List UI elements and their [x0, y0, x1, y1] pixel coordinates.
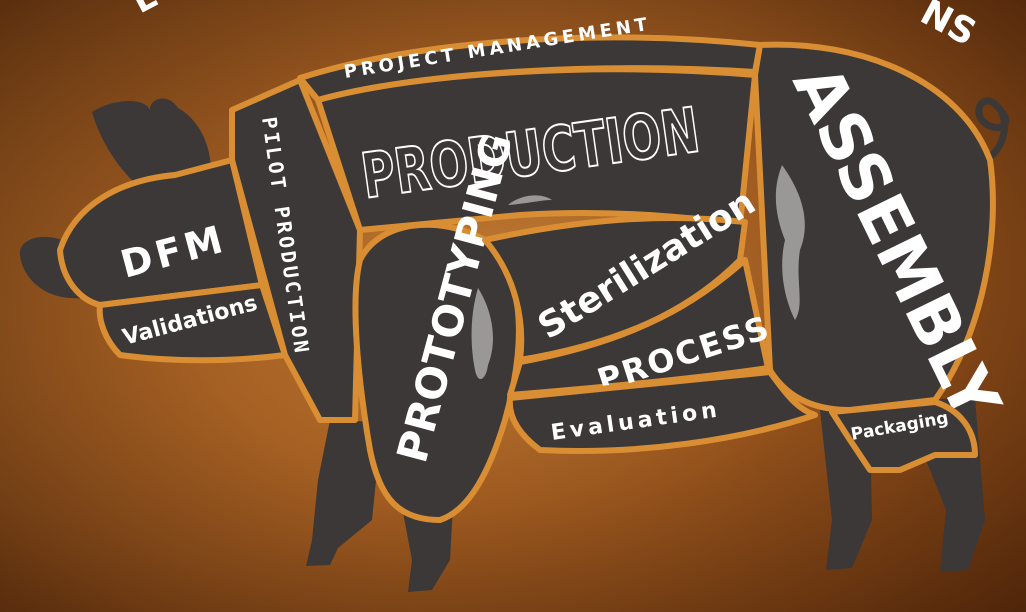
section-production [315, 66, 758, 233]
header-partial-left: E [125, 0, 164, 22]
leaf-ornament-prototyping [471, 288, 493, 380]
section-evaluation [506, 369, 818, 454]
section-pilot-production [229, 77, 363, 423]
section-dfm [57, 157, 265, 308]
section-validations [96, 282, 288, 364]
pig-tail [975, 97, 1010, 164]
leaf-ornament-production [508, 195, 552, 205]
header-partial-right: NS [914, 0, 983, 54]
section-packaging [829, 399, 978, 473]
leaf-ornament-assembly [775, 165, 805, 320]
section-assembly [752, 41, 996, 413]
